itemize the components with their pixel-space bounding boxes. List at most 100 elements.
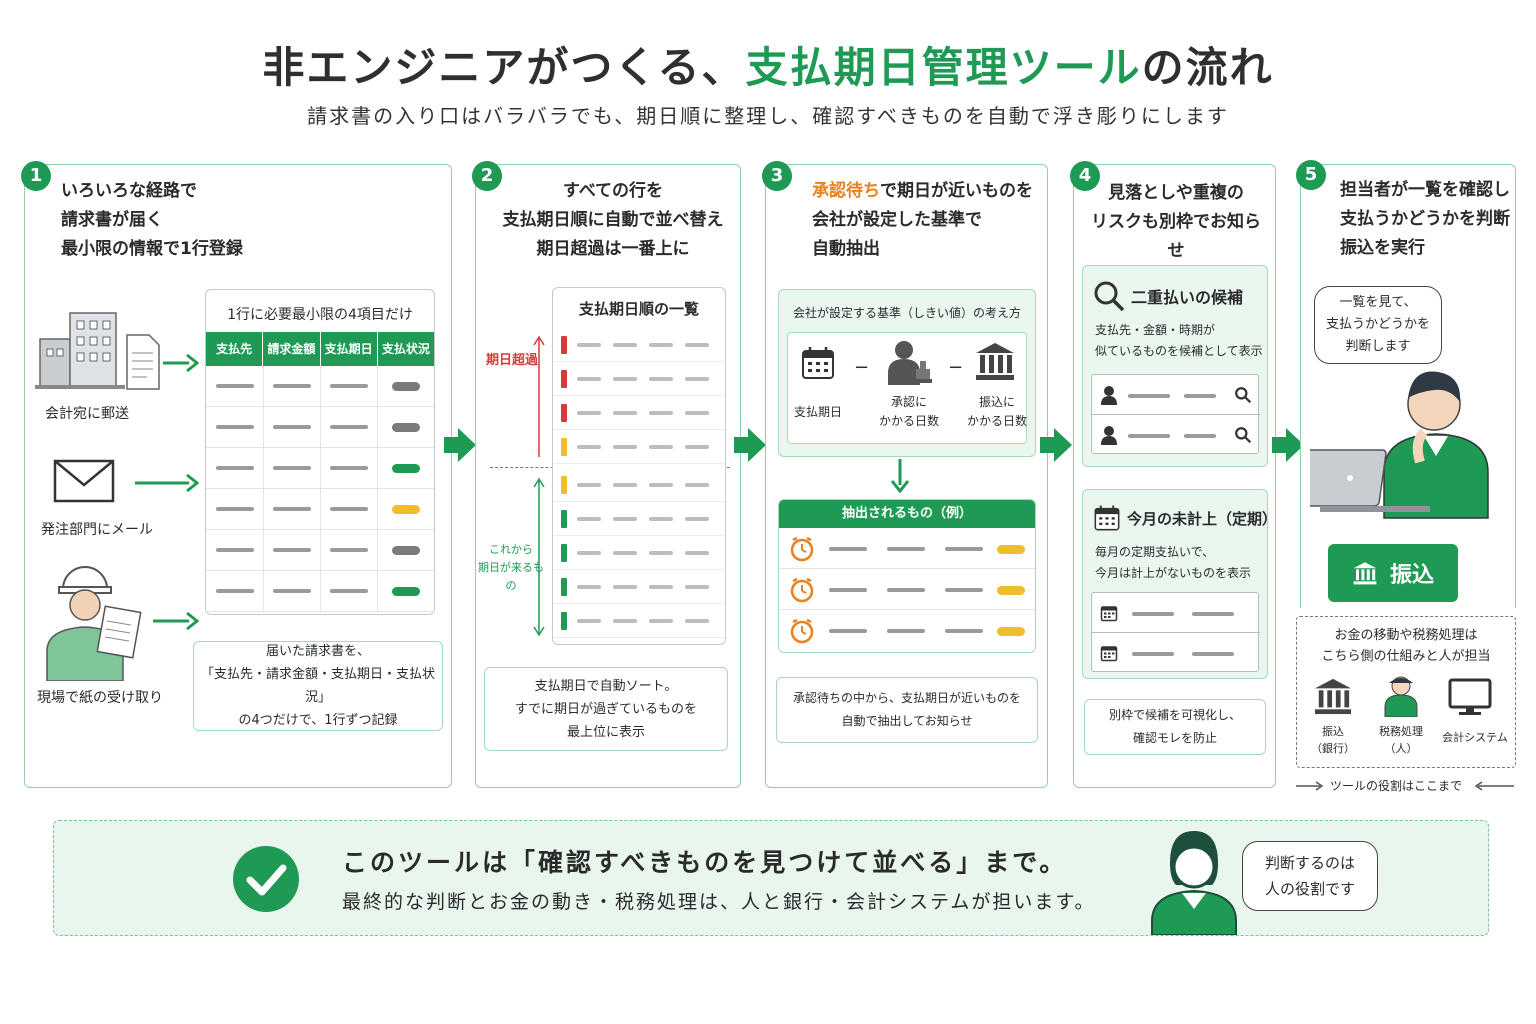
placeholder-bar — [577, 411, 601, 415]
step4-title: 見落としや重複の リスクも別枠でお知らせ — [1091, 183, 1261, 261]
placeholder-bar — [685, 445, 709, 449]
placeholder-bar — [649, 445, 673, 449]
table-rows — [206, 366, 434, 614]
duplicate-title: 二重払いの候補 — [1131, 288, 1244, 307]
step2-title: すべての行を 支払期日順に自動で並べ替え 期日超過は一番上に — [502, 181, 724, 259]
sorted-list: 支払期日順の一覧 — [552, 287, 726, 645]
step2-number: 2 — [472, 161, 502, 191]
overdue-arrow-icon — [533, 335, 545, 457]
status-marker — [561, 612, 567, 630]
placeholder-bar — [649, 377, 673, 381]
placeholder-bar — [945, 588, 983, 592]
placeholder-bar — [1132, 612, 1174, 616]
source-mail-label: 会計宛に郵送 — [45, 406, 129, 422]
transfer-button[interactable]: 振込 — [1328, 544, 1458, 602]
placeholder-bar — [273, 589, 311, 593]
placeholder-bar — [577, 619, 601, 623]
tool-scope-row: ツールの役割はここまで — [1296, 776, 1516, 796]
placeholder-bar — [273, 507, 311, 511]
arrow-right-icon — [153, 611, 199, 631]
placeholder-bar — [945, 629, 983, 633]
worker-icon — [46, 566, 142, 681]
step5-border — [1300, 164, 1516, 608]
placeholder-bar — [330, 384, 368, 388]
placeholder-bar — [577, 551, 601, 555]
unrecorded-title: 今月の未計上（定期） — [1127, 510, 1278, 528]
placeholder-bar — [613, 411, 637, 415]
placeholder-bar — [887, 547, 925, 551]
title-accent: 支払期日管理ツール — [745, 43, 1142, 92]
bank-icon — [976, 343, 1014, 380]
building-icon — [35, 312, 160, 390]
approval-person-icon — [888, 341, 932, 385]
person-icon — [1151, 831, 1237, 935]
table-col-divider — [377, 366, 378, 612]
step1-title: いろいろな経路で 請求書が届く 最小限の情報で1行登録 — [61, 181, 243, 259]
list-row-divider — [553, 535, 725, 536]
bank-icon — [1314, 678, 1352, 715]
placeholder-bar — [613, 377, 637, 381]
placeholder-bar — [330, 548, 368, 552]
placeholder-bar — [1128, 394, 1170, 398]
criteria-inner: 支払期日 − 承認に かかる日数 − 振込に かかる日数 — [787, 332, 1027, 444]
status-marker — [561, 404, 567, 422]
status-marker — [561, 438, 567, 456]
placeholder-bar — [216, 466, 254, 470]
placeholder-bar — [1184, 394, 1216, 398]
placeholder-bar — [216, 589, 254, 593]
status-marker — [561, 336, 567, 354]
record-table: 1行に必要最小限の4項目だけ 支払先 請求金額 支払期日 支払状況 — [205, 289, 435, 615]
bank-icon — [1353, 562, 1377, 585]
placeholder-bar — [945, 547, 983, 551]
unrecorded-box: 今月の未計上（定期） 毎月の定期支払いで、 今月は計上がないものを表示 — [1082, 489, 1277, 679]
placeholder-bar — [216, 384, 254, 388]
summary-line-2: 最終的な判断とお金の動き・税務処理は、人と銀行・会計システムが担います。 — [342, 891, 1096, 913]
table-column-header: 支払期日 — [321, 332, 378, 366]
tax-person-icon — [1384, 676, 1418, 717]
extracted-rows — [779, 528, 1035, 652]
placeholder-bar — [330, 589, 368, 593]
placeholder-bar — [273, 384, 311, 388]
arrow-left-icon — [1474, 781, 1514, 791]
step5-panel: 5 担当者が一覧を確認し 支払うかどうかを判断 振込を実行 一覧を見て、 支払う… — [1296, 160, 1516, 793]
list-row-divider — [779, 609, 1035, 610]
step3-title-rest: で期日が近いものを 会社が設定した基準で 自動抽出 — [812, 181, 1033, 259]
placeholder-bar — [1128, 434, 1170, 438]
status-marker — [561, 578, 567, 596]
list-row-divider — [553, 429, 725, 430]
transfer-button-label: 振込 — [1389, 563, 1434, 588]
status-pill — [392, 587, 420, 596]
placeholder-bar — [685, 619, 709, 623]
placeholder-bar — [613, 585, 637, 589]
step3-title-highlight: 承認待ち — [812, 181, 880, 201]
check-circle-icon — [233, 846, 299, 912]
list-row-divider — [553, 501, 725, 502]
placeholder-bar — [829, 629, 867, 633]
calendar-icon — [1100, 646, 1118, 662]
criteria-due-label: 支払期日 — [794, 405, 843, 419]
list-row-divider — [553, 395, 725, 396]
placeholder-bar — [685, 483, 709, 487]
search-icon — [1094, 281, 1125, 312]
step3-number: 3 — [762, 161, 792, 191]
placeholder-bar — [613, 551, 637, 555]
status-pill — [392, 505, 420, 514]
step4-panel: 4 見落としや重複の リスクも別枠でお知らせ 二重払いの候補 支払先・金額・時期… — [1070, 161, 1277, 788]
title-post: の流れ — [1141, 43, 1274, 92]
step3-panel: 3 承認待ちで期日が近いものを 会社が設定した基準で 自動抽出 会社が設定する基… — [762, 161, 1048, 788]
list-row-divider — [553, 361, 725, 362]
arrow-right-icon — [163, 353, 199, 373]
summary-banner: このツールは「確認すべきものを見つけて並べる」まで。 最終的な判断とお金の動き・… — [53, 820, 1489, 936]
placeholder-bar — [216, 507, 254, 511]
placeholder-bar — [613, 483, 637, 487]
step4-note: 別枠で候補を可視化し、 確認モレを防止 — [1084, 699, 1266, 755]
placeholder-bar — [216, 548, 254, 552]
placeholder-bar — [273, 548, 311, 552]
boundary-box: お金の移動や税務処理は こちら側の仕組みと人が担当 振込 （銀行） 税務処理 （… — [1296, 616, 1516, 768]
placeholder-bar — [330, 507, 368, 511]
step3-note: 承認待ちの中から、支払期日が近いものを 自動で抽出してお知らせ — [776, 677, 1038, 743]
bank-label: 振込 （銀行） — [1311, 725, 1355, 755]
placeholder-bar — [273, 466, 311, 470]
status-pill — [997, 627, 1025, 636]
placeholder-bar — [649, 483, 673, 487]
